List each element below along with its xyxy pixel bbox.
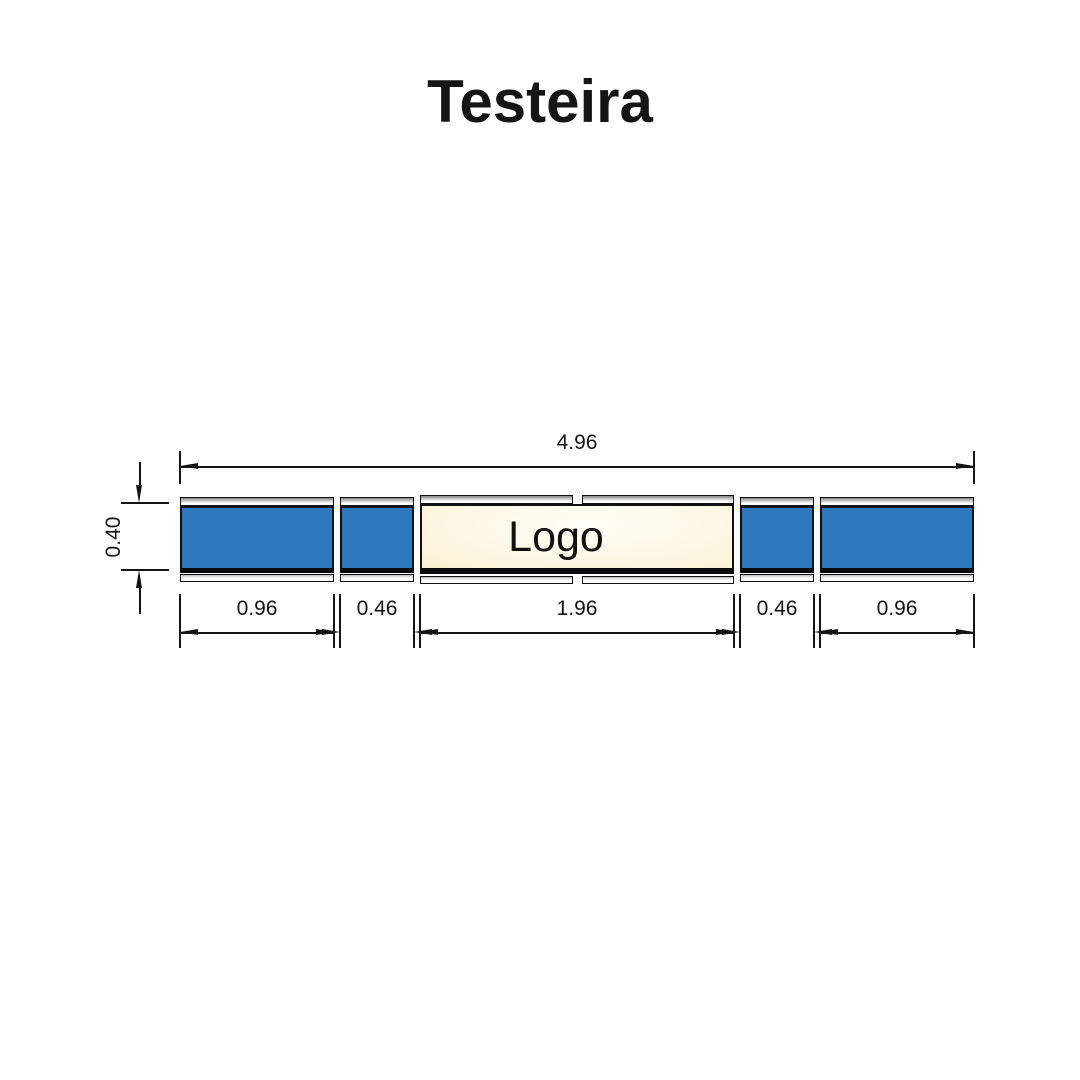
extension-line: [333, 594, 335, 648]
dim-line: [180, 466, 974, 468]
dim-line: [420, 632, 734, 634]
panel-blue-face: [740, 506, 814, 573]
panel-top-trim: [740, 497, 814, 506]
panel-bottom-trim: [820, 574, 974, 582]
panel-blue-left-large: [180, 497, 334, 583]
panel-blue-right-large: [820, 497, 974, 583]
logo-face: Logo: [420, 504, 734, 574]
extension-line: [339, 594, 341, 648]
dim-line: [820, 632, 974, 634]
extension-line: [973, 594, 975, 648]
extension-line: [813, 594, 815, 648]
panel-top-trim: [340, 497, 414, 506]
panel-bottom-trim-split: [420, 576, 734, 584]
extension-line: [121, 569, 169, 571]
panel-bottom-trim: [740, 574, 814, 582]
panel-top-trim: [180, 497, 334, 506]
panel-top-trim: [820, 497, 974, 506]
dim-line: [701, 632, 723, 634]
dim-segment-label: 0.46: [756, 597, 798, 620]
panel-bottom-trim: [340, 574, 414, 582]
trim-piece: [581, 495, 734, 504]
panel-top-trim-split: [420, 495, 734, 504]
extension-line: [179, 594, 181, 648]
dim-line: [139, 587, 141, 614]
extension-line: [819, 594, 821, 648]
arrowhead-left-icon: [420, 629, 438, 635]
extension-line: [733, 594, 735, 648]
arrowhead-left-icon: [820, 629, 838, 635]
arrowhead-right-icon: [956, 629, 974, 635]
extension-line: [121, 502, 169, 504]
arrowhead-left-icon: [180, 463, 198, 469]
extension-line: [179, 451, 181, 484]
page-title: Testeira: [427, 68, 653, 135]
panel-blue-left-small: [340, 497, 414, 583]
dim-line: [301, 632, 323, 634]
panel-blue-face: [820, 506, 974, 573]
dim-segment-label: 0.96: [876, 597, 918, 620]
extension-line: [413, 594, 415, 648]
extension-line: [419, 594, 421, 648]
logo-label: Logo: [508, 512, 604, 561]
dim-segment-label: 1.96: [556, 597, 598, 620]
dim-total-width-label: 4.96: [556, 431, 598, 454]
trim-piece: [581, 576, 734, 584]
trim-piece: [420, 495, 573, 504]
arrowhead-left-icon: [180, 629, 198, 635]
panel-blue-face: [340, 506, 414, 573]
panel-blue-face: [180, 506, 334, 573]
dim-segment-label: 0.96: [236, 597, 278, 620]
trim-piece: [420, 576, 573, 584]
dim-segment-label: 0.46: [356, 597, 398, 620]
arrowhead-up-icon: [136, 570, 142, 588]
arrowhead-right-icon: [322, 629, 340, 635]
dim-line: [139, 462, 141, 487]
arrowhead-down-icon: [136, 485, 142, 503]
dim-line: [180, 632, 334, 634]
arrowhead-right-icon: [722, 629, 740, 635]
arrowhead-right-icon: [956, 463, 974, 469]
panel-blue-right-small: [740, 497, 814, 583]
dim-height-label: 0.40: [102, 516, 125, 558]
panel-bottom-trim: [180, 574, 334, 582]
panel-logo: Logo: [420, 495, 734, 586]
extension-line: [739, 594, 741, 648]
